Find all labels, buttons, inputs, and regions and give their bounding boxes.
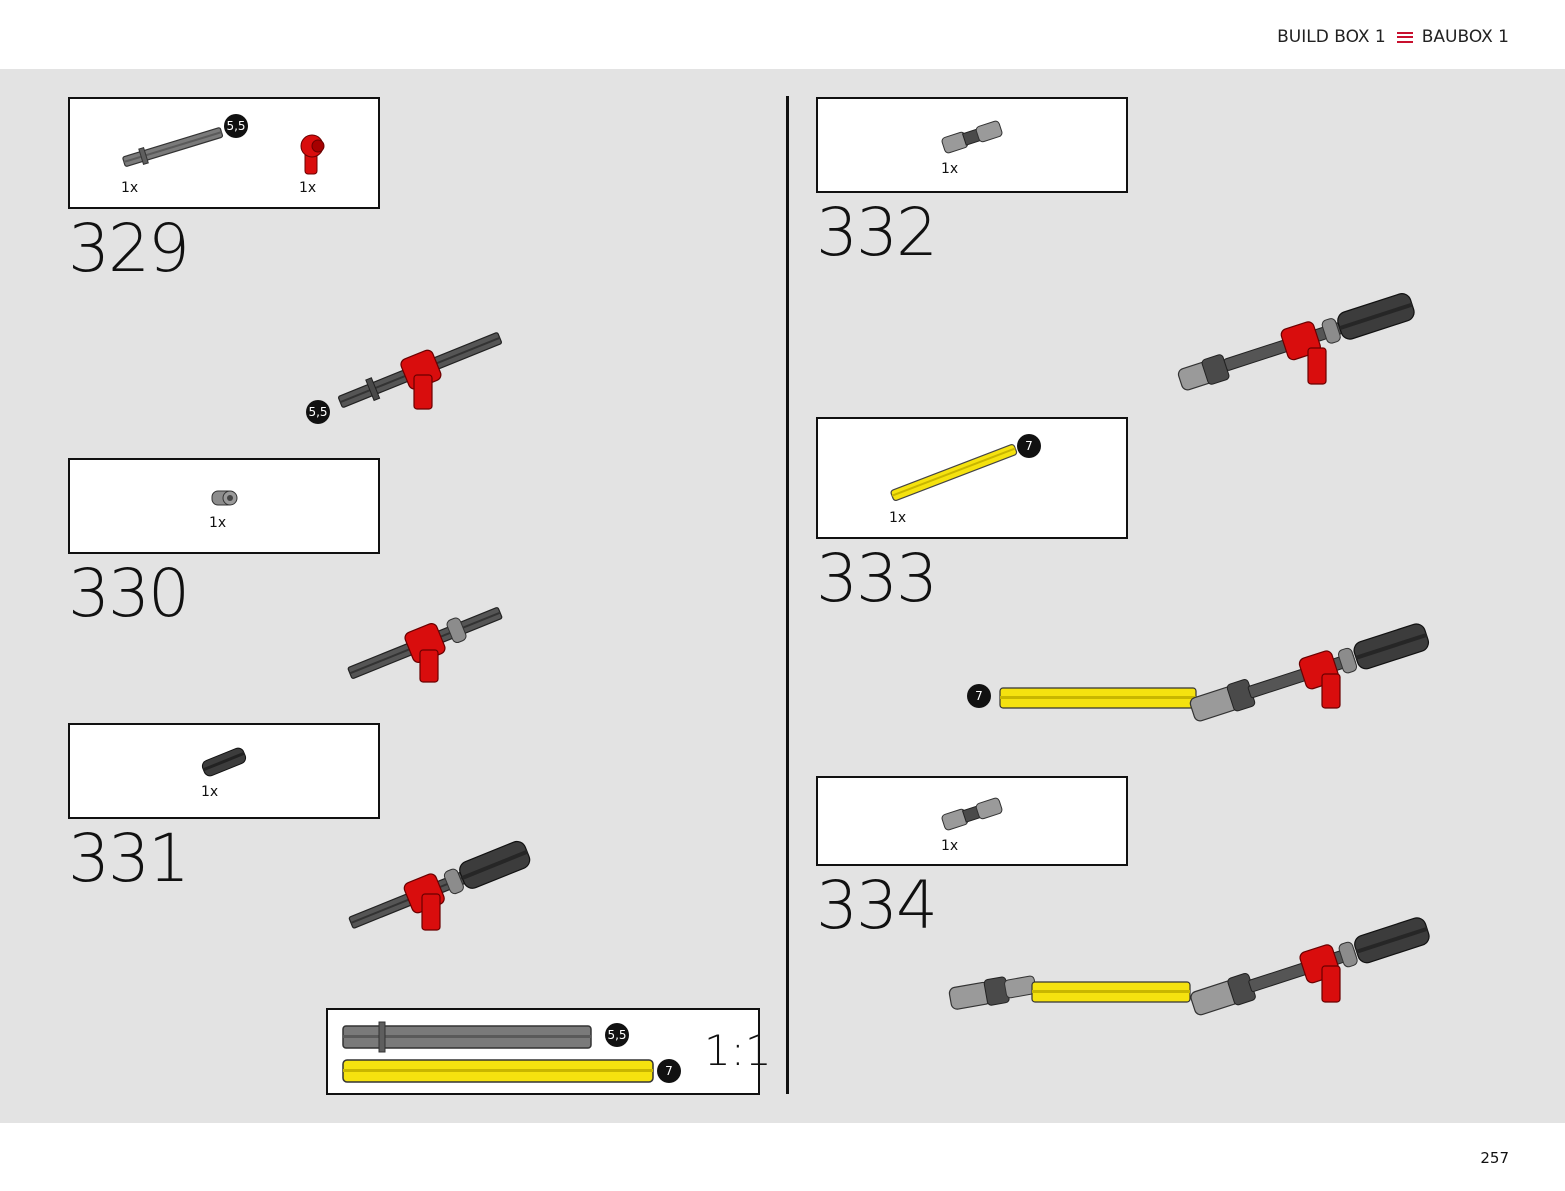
assembly-332-illustration	[1177, 293, 1415, 391]
universal-joint-part-icon	[941, 120, 1003, 154]
step-number: 334	[816, 867, 938, 944]
step-333-parts-box	[816, 417, 1128, 539]
red-connector-part-icon	[300, 134, 325, 175]
column-divider	[786, 96, 789, 1094]
length-badge: 7	[657, 1059, 681, 1083]
gray-axle-scale-icon	[342, 1021, 592, 1053]
step-334-parts-box	[816, 776, 1128, 866]
step-329-parts-box	[68, 97, 380, 209]
part-quantity: 1x	[941, 161, 959, 177]
assembly-334-illustration	[948, 917, 1430, 1016]
part-quantity: 1x	[299, 180, 317, 196]
step-number: 331	[68, 820, 190, 897]
build-box-title: BUILD BOX 1 BAUBOX 1	[1277, 27, 1509, 47]
step-number: 332	[816, 194, 938, 271]
assembly-333-illustration	[999, 623, 1430, 722]
axle-connector-part-icon	[201, 747, 247, 777]
step-330-parts-box	[68, 458, 380, 554]
length-badge: 5,5	[306, 400, 330, 424]
page-header: BUILD BOX 1 BAUBOX 1	[0, 0, 1565, 69]
page-number: 257	[1480, 1149, 1509, 1167]
step-number: 333	[816, 540, 938, 617]
part-quantity: 1x	[201, 784, 219, 800]
assembly-330-illustration	[347, 607, 503, 683]
assembly-331-illustration	[348, 840, 531, 931]
baubox-label: BAUBOX 1	[1421, 27, 1509, 47]
assembly-329-illustration	[338, 332, 502, 410]
axle-part-icon	[122, 127, 224, 167]
length-badge: 5,5	[605, 1023, 629, 1047]
length-badge: 5,5	[224, 114, 248, 138]
length-badge: 7	[1017, 434, 1041, 458]
part-quantity: 1x	[209, 515, 227, 531]
yellow-axle-part-icon	[890, 444, 1018, 502]
step-number: 329	[68, 210, 190, 287]
instructions-area	[0, 69, 1565, 1123]
length-badge: 7	[967, 684, 991, 708]
scale-label: 1:1	[704, 1026, 772, 1075]
part-quantity: 1x	[121, 180, 139, 196]
part-quantity: 1x	[889, 510, 907, 526]
step-332-parts-box	[816, 97, 1128, 193]
build-box-label: BUILD BOX 1	[1277, 27, 1386, 47]
bushing-part-icon	[211, 490, 238, 506]
step-number: 330	[68, 555, 190, 632]
universal-joint-part-icon	[941, 797, 1003, 831]
part-quantity: 1x	[941, 838, 959, 854]
menu-icon	[1396, 31, 1413, 43]
yellow-axle-scale-icon	[342, 1059, 654, 1083]
